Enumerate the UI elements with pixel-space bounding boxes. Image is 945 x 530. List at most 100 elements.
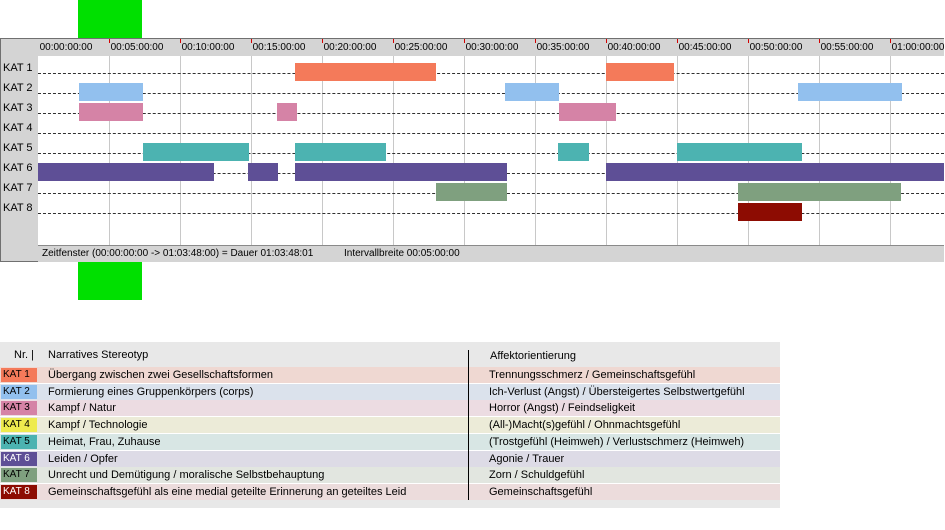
kat5-segment[interactable] (143, 143, 249, 161)
category-badge: KAT 5 (1, 434, 37, 449)
legend-row: KAT 5 Heimat, Frau, Zuhause (Trostgefühl (… (0, 433, 780, 450)
tick-label: 00:35:00:00 (536, 42, 590, 53)
time-gridline (393, 56, 394, 245)
legend-row: KAT 3 Kampf / Natur Horror (Angst) / Feind… (0, 400, 780, 417)
stereotype-text: Leiden / Opfer (48, 452, 118, 465)
category-badge: KAT 6 (1, 451, 37, 466)
tick-mark (535, 39, 536, 43)
status-interval-width: Intervallbreite 00:05:00:00 (344, 248, 460, 259)
time-gridline (606, 56, 607, 245)
category-badge: KAT 3 (1, 401, 37, 416)
kat1-segment[interactable] (295, 63, 436, 81)
category-row-line (38, 153, 944, 154)
kat5-segment[interactable] (677, 143, 802, 161)
kat3-segment[interactable] (79, 103, 143, 121)
category-row-line (38, 73, 944, 74)
tick-label: 00:20:00:00 (323, 42, 377, 53)
kat-label-5: KAT 5 (3, 142, 33, 154)
tick-label: 00:45:00:00 (678, 42, 732, 53)
stereotype-text: Kampf / Technologie (48, 419, 148, 432)
tick-mark (748, 39, 749, 43)
category-badge: KAT 7 (1, 468, 37, 483)
affect-text: (Trostgefühl (Heimweh) / Verlustschmerz … (489, 435, 745, 448)
time-gridline (251, 56, 252, 245)
kat5-segment[interactable] (558, 143, 589, 161)
kat3-segment[interactable] (277, 103, 297, 121)
tick-mark (464, 39, 465, 43)
category-badge: KAT 2 (1, 384, 37, 399)
tick-label: 00:50:00:00 (749, 42, 803, 53)
tick-label: 00:05:00:00 (110, 42, 164, 53)
stereotype-text: Übergang zwischen zwei Gesellschaftsform… (48, 369, 273, 381)
kat1-segment[interactable] (606, 63, 674, 81)
category-label-column: KAT 1 KAT 2 KAT 3 KAT 4 KAT 5 KAT 6 KAT … (1, 39, 39, 261)
tick-mark (393, 39, 394, 43)
kat6-segment[interactable] (248, 163, 278, 181)
tick-mark (251, 39, 252, 43)
legend-row: KAT 7 Unrecht und Demütigung / moralische… (0, 467, 780, 484)
playhead-marker-bottom[interactable] (78, 262, 142, 300)
legend-row: KAT 6 Leiden / Opfer Agonie / Trauer (0, 450, 780, 467)
tick-mark (109, 39, 110, 43)
kat-label-6: KAT 6 (3, 162, 33, 174)
legend-header-affect: Affektorientierung (490, 350, 577, 362)
tick-mark (606, 39, 607, 43)
stereotype-text: Heimat, Frau, Zuhause (48, 435, 161, 448)
category-badge: KAT 4 (1, 418, 37, 433)
kat6-segment[interactable] (38, 163, 214, 181)
kat-label-3: KAT 3 (3, 102, 33, 114)
time-gridline (464, 56, 465, 245)
affect-text: (All-)Macht(s)gefühl / Ohnmachtsgefühl (489, 419, 681, 432)
kat8-segment[interactable] (738, 203, 802, 221)
legend-row: KAT 4 Kampf / Technologie (All-)Macht(s)ge… (0, 417, 780, 434)
kat-label-8: KAT 8 (3, 202, 33, 214)
category-row-line (38, 93, 944, 94)
affect-text: Ich-Verlust (Angst) / Übersteigertes Sel… (489, 385, 745, 398)
tick-mark (180, 39, 181, 43)
tick-label: 00:10:00:00 (181, 42, 235, 53)
kat3-segment[interactable] (559, 103, 616, 121)
kat7-segment[interactable] (436, 183, 507, 201)
category-row-line (38, 113, 944, 114)
legend-row: KAT 1 Übergang zwischen zwei Gesellschaft… (0, 367, 780, 383)
tick-label: 00:15:00:00 (252, 42, 306, 53)
category-badge: KAT 8 (1, 484, 37, 499)
tick-label: 00:55:00:00 (820, 42, 874, 53)
time-gridline (535, 56, 536, 245)
time-ruler[interactable]: 00:00:00:00 00:05:00:00 00:10:00:00 00:1… (38, 39, 944, 57)
kat5-segment[interactable] (295, 143, 386, 161)
tick-mark (890, 39, 891, 43)
affect-text: Horror (Angst) / Feindseligkeit (489, 402, 636, 415)
tick-mark (677, 39, 678, 43)
legend-header-stereotype: Narratives Stereotyp (48, 349, 149, 361)
kat-label-2: KAT 2 (3, 82, 33, 94)
kat2-segment[interactable] (79, 83, 143, 101)
category-badge: KAT 1 (1, 368, 37, 382)
tick-label: 00:30:00:00 (465, 42, 519, 53)
category-legend-table: Nr. | Narratives Stereotyp Affektorienti… (0, 342, 780, 508)
time-gridline (819, 56, 820, 245)
track-area[interactable] (38, 56, 944, 245)
tick-label: 00:00:00:00 (39, 42, 93, 53)
category-row-line (38, 133, 944, 134)
kat2-segment[interactable] (798, 83, 902, 101)
affect-text: Trennungsschmerz / Gemeinschaftsgefühl (489, 369, 696, 381)
tick-label: 01:00:00:00 (891, 42, 945, 53)
legend-footer (0, 500, 780, 508)
affect-text: Agonie / Trauer (489, 452, 565, 465)
kat6-segment[interactable] (295, 163, 507, 181)
stereotype-text: Unrecht und Demütigung / moralische Selb… (48, 469, 325, 482)
tick-mark (322, 39, 323, 43)
playhead-marker-top[interactable] (78, 0, 142, 38)
status-time-window: Zeitfenster (00:00:00:00 -> 01:03:48:00)… (42, 248, 314, 259)
time-gridline (109, 56, 110, 245)
affect-text: Zorn / Schuldgefühl (489, 469, 585, 482)
kat2-segment[interactable] (505, 83, 559, 101)
stereotype-text: Kampf / Natur (48, 402, 116, 415)
legend-header: Nr. | Narratives Stereotyp Affektorienti… (0, 342, 780, 368)
kat7-segment[interactable] (738, 183, 901, 201)
kat6-segment[interactable] (606, 163, 944, 181)
kat-label-1: KAT 1 (3, 62, 33, 74)
